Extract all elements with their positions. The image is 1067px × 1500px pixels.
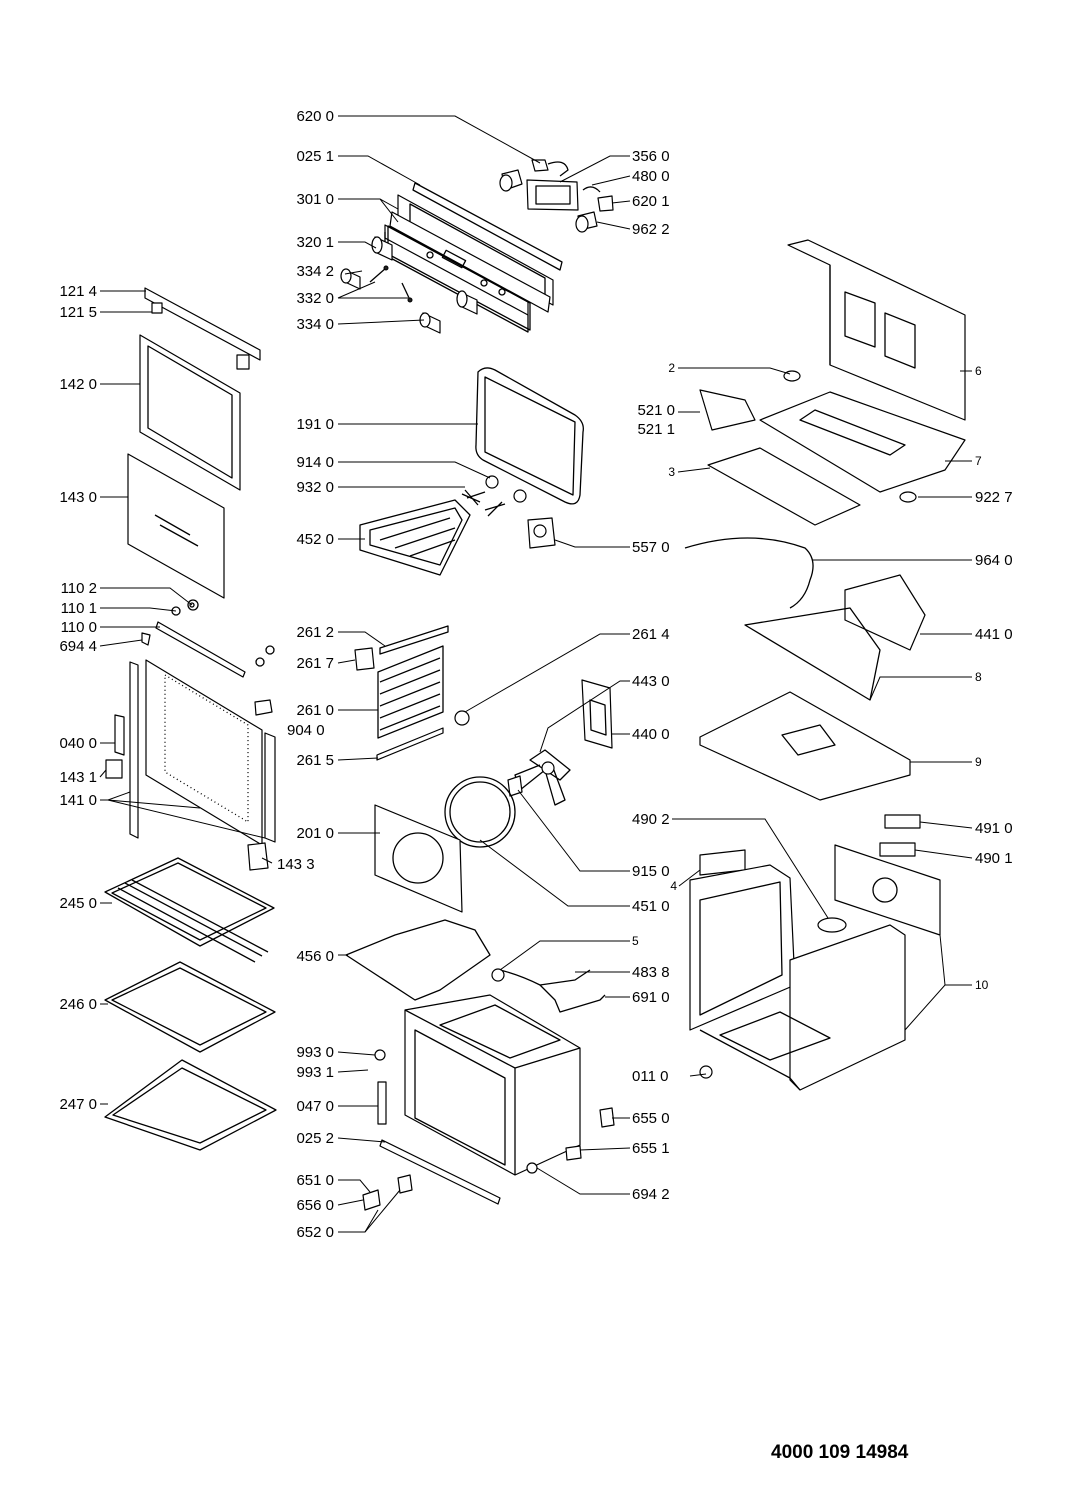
label-655-0: 655 0 [632,1110,670,1127]
label-261-0: 261 0 [296,702,334,719]
label-301-0: 301 0 [296,191,334,208]
control-panel-drawing [340,159,614,334]
label-334-2: 334 2 [296,263,334,280]
label-443-0: 443 0 [632,673,670,690]
label-143-0: 143 0 [59,489,97,506]
label-025-1: 025 1 [296,148,334,165]
label-191-0: 191 0 [296,416,334,433]
label-3: 3 [668,465,675,479]
label-6: 6 [975,364,982,378]
label-5: 5 [632,934,639,948]
label-121-4: 121 4 [59,283,97,300]
label-620-1: 620 1 [632,193,670,210]
label-922-7: 922 7 [975,489,1013,506]
label-655-1: 655 1 [632,1140,670,1157]
label-261-7: 261 7 [296,655,334,672]
oven-door-drawing [105,287,276,871]
label-691-0: 691 0 [632,989,670,1006]
outer-frame-drawing [689,844,941,1091]
label-261-4: 261 4 [632,626,670,643]
label-651-0: 651 0 [296,1172,334,1189]
label-040-0: 040 0 [59,735,97,752]
label-694-4: 694 4 [59,638,97,655]
label-8: 8 [975,670,982,684]
label-143-3: 143 3 [277,856,315,873]
label-4: 4 [670,879,677,893]
label-521-1: 521 1 [637,421,675,438]
label-656-0: 656 0 [296,1197,334,1214]
label-141-0: 141 0 [59,792,97,809]
label-011-0: 011 0 [632,1068,668,1085]
label-490-1: 490 1 [975,850,1013,867]
label-247-0: 247 0 [59,1096,97,1113]
label-441-0: 441 0 [975,626,1013,643]
gasket-elements-drawing [359,367,814,609]
label-557-0: 557 0 [632,539,670,556]
label-10: 10 [975,978,989,992]
label-334-0: 334 0 [296,316,334,333]
label-320-1: 320 1 [296,234,334,251]
label-491-0: 491 0 [975,820,1013,837]
label-480-0: 480 0 [632,168,670,185]
label-993-1: 993 1 [296,1064,334,1081]
label-915-0: 915 0 [632,863,670,880]
rear-housing-drawing [699,239,966,857]
leader-lines [99,115,973,1233]
label-121-5: 121 5 [59,304,97,321]
label-490-2: 490 2 [632,811,670,828]
label-047-0: 047 0 [296,1098,334,1115]
label-451-0: 451 0 [632,898,670,915]
label-245-0: 245 0 [59,895,97,912]
label-332-0: 332 0 [296,290,334,307]
label-142-0: 142 0 [59,376,97,393]
label-110-1: 110 1 [61,600,97,617]
label-993-0: 993 0 [296,1044,334,1061]
label-964-0: 964 0 [975,552,1013,569]
label-025-2: 025 2 [296,1130,334,1147]
label-261-2: 261 2 [296,624,334,641]
label-246-0: 246 0 [59,996,97,1013]
supports-fan-drawing [345,625,613,1001]
label-143-1: 143 1 [59,769,97,786]
label-521-0: 521 0 [637,402,675,419]
label-483-8: 483 8 [632,964,670,981]
label-356-0: 356 0 [632,148,670,165]
label-9: 9 [975,755,982,769]
document-number: 4000 109 14984 [771,1442,909,1463]
label-261-5: 261 5 [296,752,334,769]
label-932-0: 932 0 [296,479,334,496]
label-914-0: 914 0 [296,454,334,471]
label-201-0: 201 0 [296,825,334,842]
trays-drawing [104,857,277,1151]
label-652-0: 652 0 [296,1224,334,1241]
part-drawings [104,159,966,1211]
label-620-0: 620 0 [296,108,334,125]
label-7: 7 [975,454,982,468]
label-456-0: 456 0 [296,948,334,965]
label-2: 2 [668,361,675,375]
label-110-0: 110 0 [61,619,97,636]
label-904-0: 904 0 [287,722,325,739]
part-labels: 620 0 025 1 301 0 320 1 334 2 332 0 334 … [59,108,1012,1241]
oven-cavity-drawing [362,968,713,1211]
label-110-2: 110 2 [61,580,97,597]
label-440-0: 440 0 [632,726,670,743]
label-694-2: 694 2 [632,1186,670,1203]
label-962-2: 962 2 [632,221,670,238]
label-452-0: 452 0 [296,531,334,548]
